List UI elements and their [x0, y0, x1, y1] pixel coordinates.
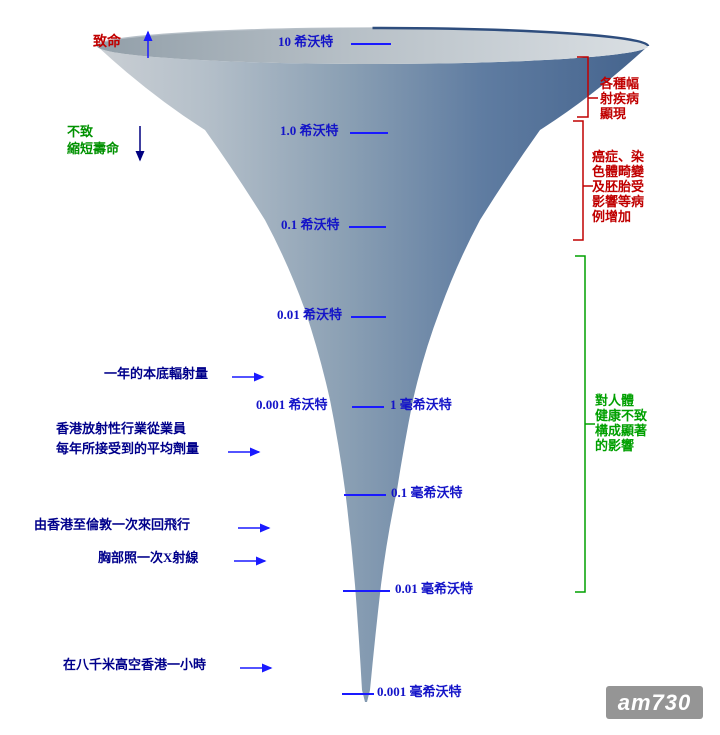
cancer-cases-line4: 影響等病 [592, 194, 645, 209]
scale-label-0_001msv: 0.001 毫希沃特 [377, 684, 462, 699]
no-effect-line1: 對人體 [595, 393, 635, 408]
bracket-radiation-sickness [577, 56, 598, 118]
radiation-sickness-line3: 顯現 [600, 106, 627, 121]
scale-tick-0_01msv [343, 590, 390, 592]
scale-tick-0_001msv [342, 693, 374, 695]
annotation-flight: 由香港至倫敦一次來回飛行 [34, 517, 191, 532]
scale-tick-10sv [351, 43, 391, 45]
annotation-cancer-cases: 癌症、染 色體畸變 及胚胎受 影響等病 例增加 [592, 149, 644, 224]
funnel-rim-light-edge [96, 27, 373, 47]
bracket-no-significant-effect [575, 255, 595, 593]
scale-label-0_001sv: 0.001 希沃特 [256, 397, 328, 412]
annotation-background-radiation: 一年的本底輻射量 [104, 366, 209, 381]
cancer-cases-line1: 癌症、染 [592, 149, 645, 164]
no-effect-line2: 健康不致 [595, 408, 648, 423]
cancer-cases-line2: 色體畸變 [592, 164, 645, 179]
funnel-body [97, 46, 648, 702]
annotation-no-significant-effect: 對人體 健康不致 構成顯著 的影響 [595, 393, 647, 453]
funnel-rim-dark-edge [372, 26, 650, 47]
cancer-cases-line3: 及胚胎受 [592, 179, 645, 194]
annotation-worker-dose-line1: 香港放射性行業從業員 [56, 421, 187, 436]
annotation-worker-dose-line2: 每年所接受到的平均劑量 [56, 441, 200, 456]
bracket-cancer-cases [573, 120, 593, 241]
no-life-shortening-line1: 不致 [67, 124, 94, 139]
annotation-high-altitude: 在八千米高空香港一小時 [63, 657, 207, 672]
scale-label-10sv: 10 希沃特 [278, 34, 334, 49]
annotation-radiation-sickness: 各種幅 射疾病 顯現 [600, 76, 639, 121]
scale-tick-0_1sv [349, 226, 386, 228]
annotation-chest-xray: 胸部照一次X射線 [98, 550, 199, 565]
annotation-worker-dose: 香港放射性行業從業員 每年所接受到的平均劑量 [56, 419, 199, 459]
funnel-mouth [97, 28, 648, 64]
scale-label-1msv: 1 毫希沃特 [390, 397, 452, 412]
scale-tick-1sv [350, 132, 388, 134]
scale-label-0_1msv: 0.1 毫希沃特 [391, 485, 463, 500]
scale-label-0_01sv: 0.01 希沃特 [277, 307, 343, 322]
am730-watermark-logo: am730 [606, 686, 703, 719]
scale-tick-0_1msv [344, 494, 386, 496]
no-life-shortening-line2: 縮短壽命 [67, 141, 120, 156]
scale-label-0_01msv: 0.01 毫希沃特 [395, 581, 474, 596]
lethal-label: 致命 [93, 35, 121, 50]
cancer-cases-line5: 例增加 [592, 209, 632, 224]
scale-tick-0_01sv [351, 316, 386, 318]
no-life-shortening-label: 不致 縮短壽命 [67, 123, 119, 157]
radiation-sickness-line2: 射疾病 [600, 91, 640, 106]
scale-label-1sv: 1.0 希沃特 [280, 123, 339, 138]
scale-tick-0_001sv [352, 406, 384, 408]
no-effect-line3: 構成顯著 [595, 423, 648, 438]
scale-label-0_1sv: 0.1 希沃特 [281, 217, 340, 232]
no-effect-line4: 的影響 [595, 438, 635, 453]
radiation-sickness-line1: 各種幅 [600, 76, 640, 91]
